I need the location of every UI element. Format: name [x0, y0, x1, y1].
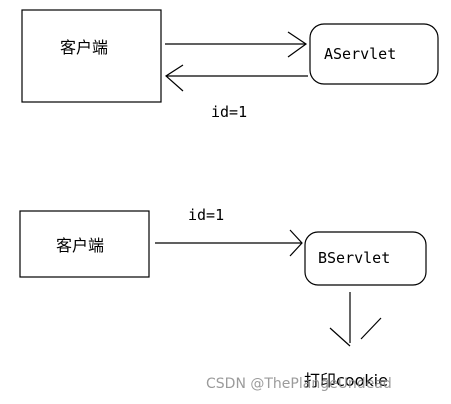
bottom-output-arrowhead-right	[360, 317, 382, 340]
top-request-arrowhead	[287, 31, 308, 58]
bottom-servlet-box	[304, 231, 427, 286]
watermark-text: CSDN @ThePlangeUndead	[206, 376, 392, 392]
bottom-client-label: 客户端	[56, 236, 104, 255]
bottom-request-label: id=1	[188, 206, 224, 224]
bottom-client-box	[19, 210, 150, 278]
bottom-output-label: 打印cookie	[304, 371, 388, 390]
top-response-arrowhead	[165, 64, 184, 92]
top-response-label: id=1	[211, 103, 247, 121]
top-servlet-box	[309, 23, 439, 85]
bottom-flow: 客户端 BServlet id=1 打印cookie	[19, 206, 427, 390]
top-flow: 客户端 AServlet id=1	[21, 9, 439, 121]
bottom-request-arrowhead	[289, 229, 303, 257]
bottom-servlet-label: BServlet	[318, 249, 390, 267]
top-client-label: 客户端	[60, 38, 108, 57]
top-client-box	[21, 9, 162, 103]
bottom-output-arrowhead-left	[329, 327, 351, 347]
top-servlet-label: AServlet	[324, 45, 396, 63]
